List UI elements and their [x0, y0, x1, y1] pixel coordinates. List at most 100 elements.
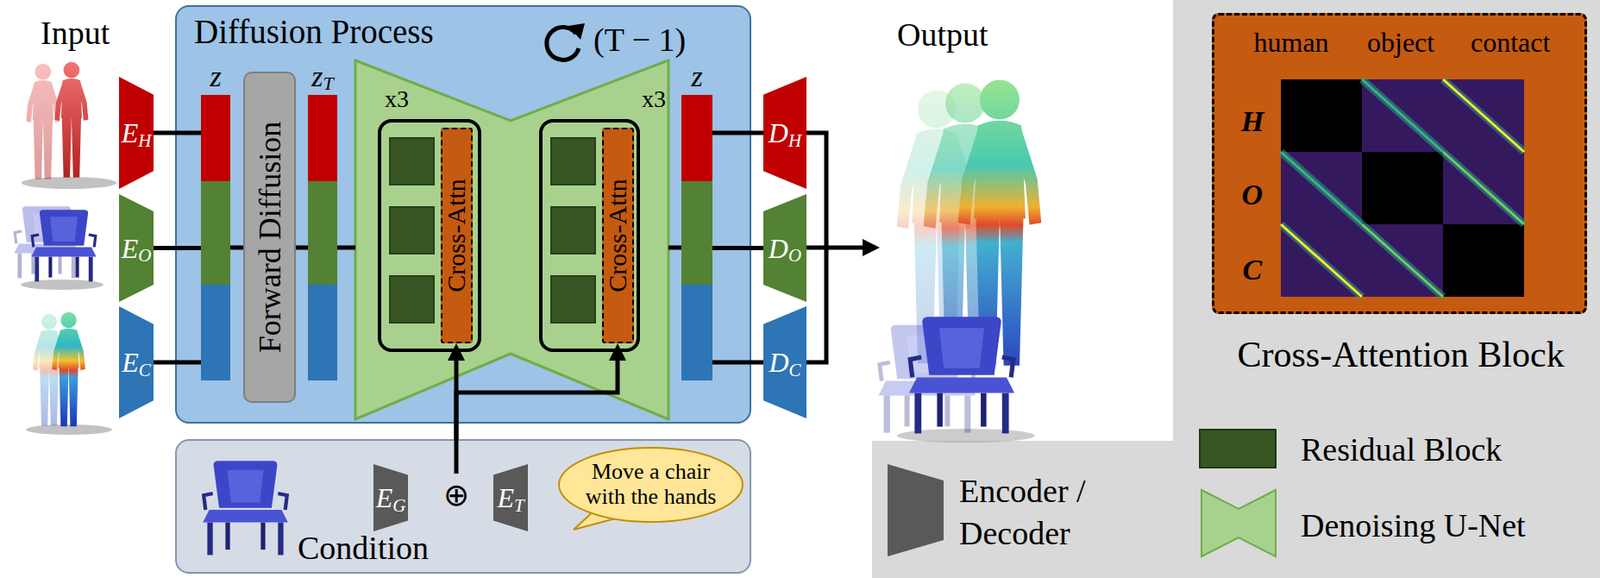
legend-label: Residual Block [1300, 431, 1502, 468]
block-text: Cross-Attention Block [1237, 334, 1565, 375]
bubble-body [558, 447, 743, 522]
input-contact-figure-part [25, 424, 113, 435]
attention-matrix-part [1361, 151, 1444, 225]
legend-item-text: Residual Block [1300, 428, 1502, 471]
connector-line [230, 245, 244, 251]
input-contact-figure-part [51, 312, 86, 427]
decoder-block: DO [763, 194, 807, 302]
connector-line [712, 245, 764, 251]
symbol-subscript: O [138, 246, 151, 265]
latent-segment [681, 181, 713, 285]
output-heading-box: Output [897, 17, 989, 54]
panel-title-text: Condition [297, 529, 429, 566]
panel-title-text: Diffusion Process [194, 12, 434, 51]
symbol-subscript: O [788, 246, 802, 265]
process-label: Forward Diffusion [252, 121, 288, 353]
concat-symbol-box: ⊕ [443, 477, 470, 513]
legend-icons [887, 464, 1276, 557]
input-object-figure [13, 206, 104, 290]
attention-matrix-part [1280, 79, 1525, 297]
attention-matrix-part [1361, 79, 1444, 152]
symbol-subscript: C [138, 361, 151, 380]
legend-label: Encoder / Decoder [959, 472, 1086, 552]
input-heading: Input [40, 14, 110, 51]
denoising-unet-part [379, 120, 480, 351]
symbol-text: DO [763, 194, 807, 302]
attention-matrix-part [1280, 151, 1362, 225]
connector-line [712, 360, 764, 365]
attention-matrix-part [1280, 224, 1362, 297]
step-count-box: (T − 1) [593, 22, 686, 59]
block-label: C [1242, 253, 1263, 286]
condition-object-figure [202, 460, 289, 555]
process-box: Forward Diffusion [243, 71, 296, 403]
block-label: object [1367, 26, 1435, 58]
loop-symbol [546, 23, 585, 60]
input-human-figure [21, 62, 117, 189]
symbol-letter: D [768, 234, 789, 263]
block-text: C [1242, 253, 1263, 286]
symbol-subscript: H [138, 131, 151, 151]
connector-line [153, 360, 201, 365]
connector-line [456, 357, 618, 440]
rotated-text: Forward Diffusion [254, 121, 286, 353]
attention-matrix-part [1443, 79, 1525, 152]
latent-subscript: T [322, 74, 333, 94]
rotated-text: Cross-Attn [604, 178, 631, 293]
latent-label: zT [282, 62, 364, 92]
input-contact-figure [25, 312, 113, 435]
encoder-block: EO [119, 194, 154, 302]
attention-matrix-part [1443, 151, 1525, 225]
attention-matrix-part [1361, 79, 1444, 152]
connector-line [295, 245, 308, 251]
attention-label: Cross-Attn [441, 178, 471, 293]
symbol-text: ET [493, 464, 528, 532]
latent-segment [200, 94, 231, 182]
latent-segment [681, 94, 713, 182]
trapezoid-fill [763, 306, 807, 419]
attention-matrix-part [1361, 224, 1444, 297]
legend-label: Denoising U-Net [1300, 507, 1526, 544]
rotated-text: Cross-Attn [443, 178, 470, 293]
condition-encoder: ET [493, 464, 528, 532]
symbol-letter: E [121, 348, 139, 377]
input-heading-box: Input [40, 15, 110, 52]
legend-icons-part [1201, 489, 1276, 557]
input-human-figure-part [25, 63, 60, 180]
latent-segment [307, 284, 338, 381]
block-label: H [1241, 105, 1264, 138]
block-text: object [1367, 27, 1435, 58]
input-object-figure-part [31, 209, 96, 282]
block-text: contact [1470, 27, 1550, 58]
connector-line [153, 245, 201, 251]
trapezoid-fill [119, 76, 154, 189]
legend-item-text: Denoising U-Net [1300, 504, 1526, 547]
side-panel [1173, 0, 1600, 578]
trapezoid-fill [763, 76, 807, 189]
attention-matrix-part [1280, 224, 1362, 297]
denoising-unet-part [551, 138, 596, 185]
attention-matrix-part [1443, 151, 1525, 225]
attention-matrix-part [1443, 79, 1525, 152]
denoising-unet-part [551, 207, 596, 254]
attention-matrix-part [1280, 224, 1362, 297]
attention-matrix-part [1443, 79, 1525, 152]
bubble-text: Move a chair with the hands [556, 448, 746, 521]
bubble-label: Move a chair with the hands [573, 459, 729, 509]
symbol-text: EO [119, 194, 154, 302]
attention-matrix-part [1361, 224, 1444, 297]
repeat-count: x3 [384, 85, 409, 113]
symbol-subscript: H [788, 131, 802, 151]
repeat-count-box: x3 [384, 86, 409, 113]
denoising-unet-part [389, 138, 434, 185]
attention-matrix [1280, 79, 1525, 297]
denoising-unet-part [551, 276, 596, 323]
symbol-text: DH [763, 76, 807, 189]
attention-matrix-part [1361, 224, 1444, 297]
attention-matrix-part [1280, 79, 1525, 297]
symbol-letter: E [121, 119, 139, 147]
condition-object-figure-part [202, 460, 289, 555]
repeat-count: x3 [641, 85, 666, 113]
attention-matrix-part [1443, 151, 1525, 225]
wires-part [454, 439, 459, 474]
